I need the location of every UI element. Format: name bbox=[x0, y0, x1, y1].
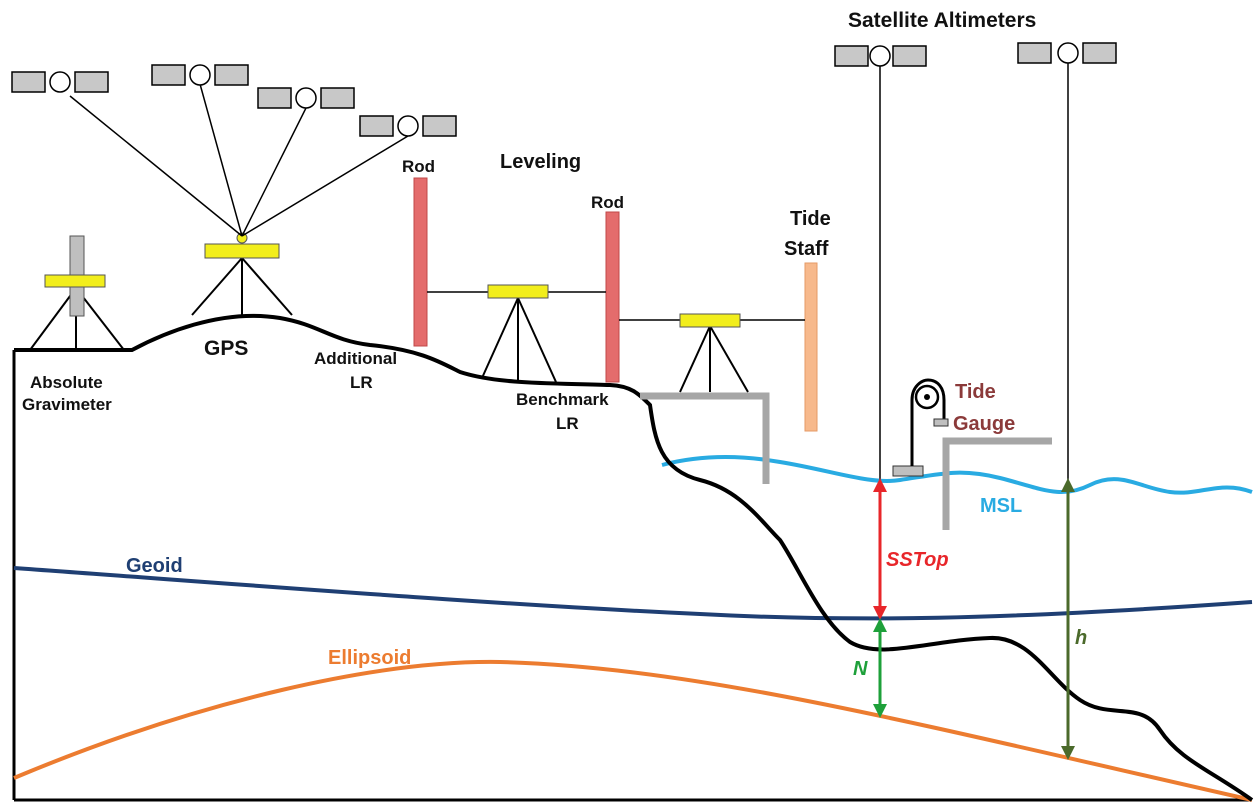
altimeter-satellite-2 bbox=[1017, 42, 1117, 480]
absolute-gravimeter-label-line1: Absolute bbox=[30, 373, 103, 392]
gps-satellite-1 bbox=[11, 71, 109, 93]
benchmark-lr-label-line2: LR bbox=[556, 414, 579, 433]
rod-right bbox=[605, 211, 620, 383]
tide-gauge-label-line2: Gauge bbox=[953, 413, 1015, 435]
ellipsoid-curve bbox=[13, 659, 1253, 802]
rod-left bbox=[413, 177, 428, 347]
rod-right-label: Rod bbox=[591, 193, 624, 212]
sstop-arrow bbox=[873, 478, 887, 620]
tide-gauge-device bbox=[892, 378, 949, 477]
gps-satellite-3 bbox=[257, 87, 355, 109]
diagram-frame bbox=[12, 350, 1250, 802]
absolute-gravimeter bbox=[29, 235, 125, 351]
n-arrow bbox=[873, 618, 887, 718]
n-label: N bbox=[853, 658, 868, 680]
absolute-gravimeter-label-line2: Gravimeter bbox=[22, 395, 112, 414]
leveling-instrument-1 bbox=[427, 284, 606, 383]
leveling-instrument-2 bbox=[619, 313, 805, 393]
tide-gauge-structure bbox=[942, 437, 1052, 530]
msl-label: MSL bbox=[980, 495, 1022, 517]
h-arrow bbox=[1061, 478, 1075, 760]
tide-staff-label-line1: Tide bbox=[790, 208, 831, 230]
gps-label: GPS bbox=[204, 337, 248, 360]
tide-gauge-label-line1: Tide bbox=[955, 381, 996, 403]
ellipsoid-label: Ellipsoid bbox=[328, 647, 411, 669]
gps-satellite-2 bbox=[151, 64, 249, 86]
altimeter-satellite-1 bbox=[834, 45, 927, 482]
geoid-label: Geoid bbox=[126, 555, 183, 577]
tide-staff bbox=[804, 262, 818, 432]
benchmark-lr-label-line1: Benchmark bbox=[516, 390, 609, 409]
gps-satellite-4 bbox=[359, 115, 457, 137]
satellite-altimeters-label: Satellite Altimeters bbox=[848, 9, 1036, 32]
msl-curve bbox=[661, 455, 1253, 495]
tide-staff-label-line2: Staff bbox=[784, 238, 829, 260]
additional-lr-label-line1: Additional bbox=[314, 349, 397, 368]
terrain-profile bbox=[14, 313, 1254, 802]
sstop-label: SSTop bbox=[886, 549, 949, 571]
leveling-label: Leveling bbox=[500, 151, 581, 173]
h-label: h bbox=[1075, 627, 1087, 649]
additional-lr-label-line2: LR bbox=[350, 373, 373, 392]
rod-left-label: Rod bbox=[402, 157, 435, 176]
gps-receiver bbox=[69, 83, 409, 316]
geoid-curve bbox=[13, 566, 1253, 621]
benchmark-structure bbox=[640, 392, 770, 484]
